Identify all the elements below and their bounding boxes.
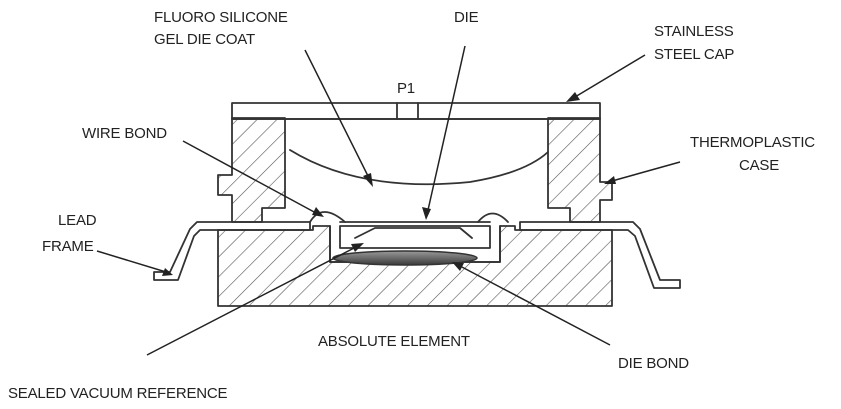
- die-diaphragm: [354, 227, 473, 239]
- leader-fluoro-silicone: [304, 49, 371, 181]
- die: [339, 225, 491, 249]
- label-fluoro-silicone-line2: GEL DIE COAT: [154, 31, 255, 48]
- label-stainless-line2: STEEL CAP: [654, 46, 734, 63]
- leader-stainless-steel-cap: [574, 54, 646, 98]
- label-fluoro-silicone-line1: FLUORO SILICONE: [154, 9, 288, 26]
- thermoplastic-case-base: [217, 225, 613, 307]
- wire-bond-right: [477, 212, 509, 223]
- leader-wire-bond: [182, 140, 317, 214]
- die-bond: [332, 250, 478, 266]
- label-wire-bond: WIRE BOND: [82, 125, 167, 142]
- label-thermoplastic-line2: CASE: [739, 157, 779, 174]
- thermoplastic-case-right-wall: [547, 117, 613, 223]
- label-absolute-element: ABSOLUTE ELEMENT: [318, 333, 470, 350]
- wire-bond-left: [309, 211, 346, 223]
- leader-sealed-vacuum-reference: [146, 246, 357, 356]
- thermoplastic-case-left-wall: [217, 117, 286, 223]
- label-die-bond: DIE BOND: [618, 355, 689, 372]
- label-lead-line1: LEAD: [58, 212, 97, 229]
- leader-die-bond: [459, 265, 611, 346]
- leader-thermoplastic-case: [611, 161, 681, 182]
- label-sealed-vacuum-reference: SEALED VACUUM REFERENCE: [8, 385, 228, 402]
- label-lead-line2: FRAME: [42, 238, 94, 255]
- stainless-steel-cap: [231, 102, 601, 120]
- label-thermoplastic-line1: THERMOPLASTIC: [690, 134, 815, 151]
- leader-die: [427, 45, 466, 211]
- gel-die-coat-surface: [289, 149, 549, 186]
- label-stainless-line1: STAINLESS: [654, 23, 734, 40]
- leader-lead-frame: [96, 250, 167, 273]
- label-die: DIE: [454, 9, 479, 26]
- label-p1: P1: [397, 80, 415, 97]
